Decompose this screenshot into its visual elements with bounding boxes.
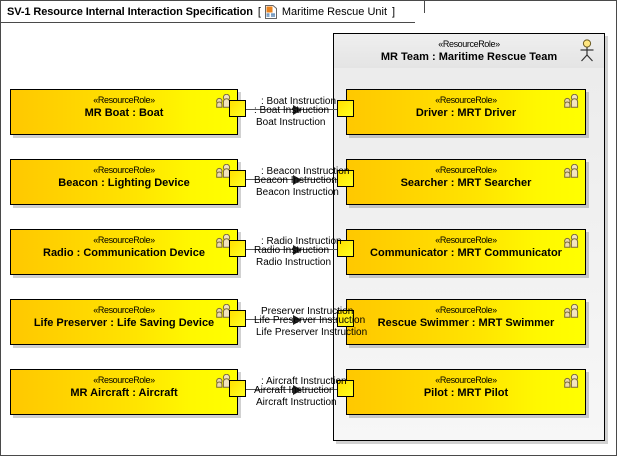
part-stereotype: «ResourceRole» — [435, 235, 497, 245]
port-square[interactable] — [337, 380, 354, 397]
connector-label[interactable]: Life Preserver Instruction — [254, 315, 366, 326]
container-name: MR Team : Maritime Rescue Team — [380, 51, 558, 63]
resource-role-icon — [564, 303, 580, 318]
part-name: Driver : MRT Driver — [415, 107, 517, 119]
part-stereotype: «ResourceRole» — [435, 165, 497, 175]
port-square[interactable] — [337, 170, 354, 187]
port-square[interactable] — [229, 170, 246, 187]
connector-line[interactable] — [246, 109, 337, 110]
part-name: MR Aircraft : Aircraft — [70, 387, 178, 399]
resource-role-icon — [564, 233, 580, 248]
part-name: Beacon : Lighting Device — [58, 177, 190, 189]
connector-label[interactable]: Life Preserver Instruction — [256, 327, 368, 338]
resource-role-icon — [564, 373, 580, 388]
connector-label[interactable]: : Beacon Instruction — [261, 166, 350, 177]
resource-role-icon — [216, 93, 232, 108]
port-square[interactable] — [337, 240, 354, 257]
diagram-context-name: Maritime Rescue Unit — [281, 5, 388, 18]
connector-label[interactable]: Aircraft Instruction — [256, 397, 337, 408]
connector-arrowhead — [293, 175, 303, 185]
external-part-box[interactable]: «ResourceRole» Life Preserver : Life Savi… — [10, 299, 238, 345]
port-square[interactable] — [229, 100, 246, 117]
connector-label[interactable]: Aircraft Instruction — [254, 385, 335, 396]
part-stereotype: «ResourceRole» — [93, 305, 155, 315]
internal-part-box[interactable]: «ResourceRole» Pilot : MRT Pilot — [346, 369, 586, 415]
part-stereotype: «ResourceRole» — [93, 235, 155, 245]
port-square[interactable] — [229, 240, 246, 257]
internal-part-box[interactable]: «ResourceRole» Rescue Swimmer : MRT Swimm… — [346, 299, 586, 345]
part-stereotype: «ResourceRole» — [435, 375, 497, 385]
part-stereotype: «ResourceRole» — [93, 165, 155, 175]
port-square[interactable] — [229, 380, 246, 397]
resource-role-icon — [216, 303, 232, 318]
part-name: Searcher : MRT Searcher — [400, 177, 532, 189]
diagram-title-bar: SV-1 Resource Internal Interaction Speci… — [1, 1, 425, 23]
connector-line[interactable] — [246, 319, 337, 320]
document-icon — [264, 4, 277, 19]
connector-label[interactable]: : Aircraft Instruction — [261, 376, 347, 387]
connector-line[interactable] — [246, 249, 337, 250]
internal-part-box[interactable]: «ResourceRole» Driver : MRT Driver — [346, 89, 586, 135]
external-part-box[interactable]: «ResourceRole» Radio : Communication Devi… — [10, 229, 238, 275]
connector-line[interactable] — [246, 389, 337, 390]
connector-label[interactable]: Radio Instruction — [254, 245, 330, 256]
port-square[interactable] — [337, 100, 354, 117]
connector-label[interactable]: Beacon Instruction — [256, 187, 339, 198]
connector-label[interactable]: Boat Instruction — [256, 117, 326, 128]
connector-arrowhead — [293, 105, 303, 115]
internal-part-box[interactable]: «ResourceRole» Searcher : MRT Searcher — [346, 159, 586, 205]
part-name: MR Boat : Boat — [84, 107, 164, 119]
connector-label[interactable]: : Radio Instruction — [261, 236, 342, 247]
external-part-box[interactable]: «ResourceRole» Beacon : Lighting Device — [10, 159, 238, 205]
connector-label[interactable]: Preserver Instruction — [261, 306, 354, 317]
connector-label[interactable]: : Boat Instruction — [254, 105, 330, 116]
connector-arrowhead — [293, 385, 303, 395]
part-name: Rescue Swimmer : MRT Swimmer — [377, 317, 555, 329]
resource-role-icon — [216, 163, 232, 178]
connector-arrowhead — [293, 245, 303, 255]
resource-role-icon — [564, 93, 580, 108]
bracket-close: ] — [392, 5, 396, 18]
page-title: SV-1 Resource Internal Interaction Speci… — [7, 5, 253, 18]
connector-arrowhead — [293, 315, 303, 325]
resource-role-icon — [216, 373, 232, 388]
bracket-open: [ — [257, 5, 261, 18]
internal-part-box[interactable]: «ResourceRole» Communicator : MRT Communi… — [346, 229, 586, 275]
port-square[interactable] — [229, 310, 246, 327]
part-name: Communicator : MRT Communicator — [370, 247, 562, 259]
container-header: «ResourceRole» MR Team : Maritime Rescue… — [334, 34, 604, 69]
external-part-box[interactable]: «ResourceRole» MR Boat : Boat — [10, 89, 238, 135]
external-part-box[interactable]: «ResourceRole» MR Aircraft : Aircraft — [10, 369, 238, 415]
connector-label[interactable]: Radio Instruction — [256, 257, 332, 268]
actor-icon — [578, 39, 596, 63]
part-stereotype: «ResourceRole» — [93, 375, 155, 385]
connector-line[interactable] — [246, 179, 337, 180]
resource-role-icon — [564, 163, 580, 178]
connector-label[interactable]: : Boat Instruction — [261, 96, 337, 107]
resource-role-icon — [216, 233, 232, 248]
connector-label[interactable]: Beacon Instruction — [254, 175, 337, 186]
container-stereotype: «ResourceRole» — [438, 39, 500, 49]
part-name: Pilot : MRT Pilot — [423, 387, 509, 399]
port-square[interactable] — [337, 310, 354, 327]
part-name: Life Preserver : Life Saving Device — [33, 317, 215, 329]
part-stereotype: «ResourceRole» — [435, 305, 497, 315]
part-name: Radio : Communication Device — [43, 247, 205, 259]
part-stereotype: «ResourceRole» — [435, 95, 497, 105]
part-stereotype: «ResourceRole» — [93, 95, 155, 105]
